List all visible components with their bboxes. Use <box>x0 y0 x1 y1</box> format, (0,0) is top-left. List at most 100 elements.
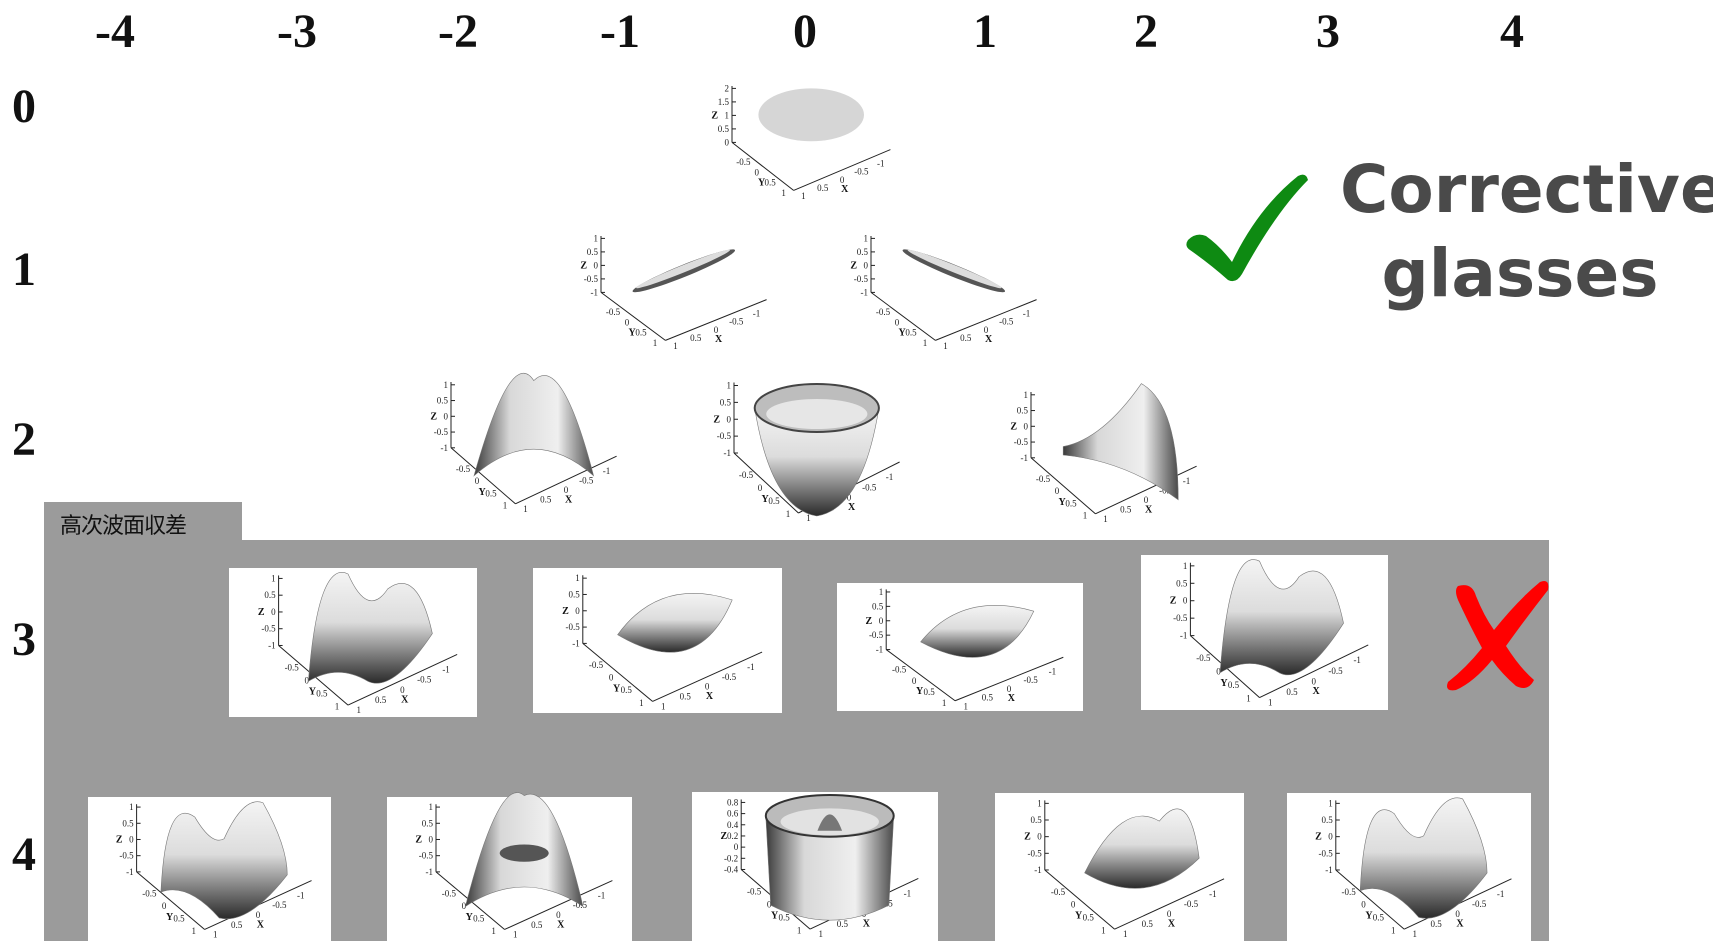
z-tick-label: -0.5 <box>1173 613 1188 623</box>
y-axis-label: Y <box>1220 678 1228 689</box>
y-tick-label: 0 <box>755 167 760 177</box>
y-tick-label: 0.5 <box>173 913 185 923</box>
surface-shape <box>1359 797 1488 919</box>
x-tick-label: -0.5 <box>1184 899 1199 909</box>
y-tick-label: 0 <box>475 476 480 486</box>
surface-shape <box>464 792 584 908</box>
y-tick-label: -0.5 <box>442 888 457 898</box>
x-axis-label: X <box>715 334 723 345</box>
z-axis-label: Z <box>1010 421 1017 432</box>
y-tick-label: 0 <box>162 901 167 911</box>
z-tick-label: 0.5 <box>264 590 276 600</box>
z-tick-label: 0 <box>734 842 739 852</box>
surface-shape <box>902 249 1006 293</box>
y-tick-label: -0.5 <box>456 464 471 474</box>
z-axis-label: Z <box>258 607 265 618</box>
z-tick-label: 1 <box>879 587 884 597</box>
z-tick-label: -1 <box>441 443 449 453</box>
y-tick-label: -0.5 <box>736 157 751 167</box>
x-tick-label: 1 <box>513 930 518 940</box>
y-tick-label: -0.5 <box>285 662 300 672</box>
x-tick-label: -1 <box>598 890 606 900</box>
x-tick-label: -1 <box>877 158 885 168</box>
z-tick-label: 0 <box>725 137 730 147</box>
z-tick-label: -0.5 <box>566 622 581 632</box>
x-tick-label: -0.5 <box>417 675 432 685</box>
y-axis-label: Y <box>613 684 621 695</box>
column-label-m3: -3 <box>277 5 317 58</box>
x-tick-label: 0.5 <box>531 920 543 930</box>
z-axis-label: Z <box>711 110 718 121</box>
y-axis-label: Y <box>166 912 174 923</box>
z-tick-label: 0 <box>594 260 599 270</box>
y-tick-label: 0.5 <box>1228 680 1240 690</box>
surface-shape <box>160 801 288 920</box>
x-tick-label: -1 <box>747 662 755 672</box>
column-label-0: 0 <box>793 5 817 58</box>
z-tick-label: 0.5 <box>1322 815 1334 825</box>
z-tick-label: 1 <box>594 233 599 243</box>
z-tick-label: -0.5 <box>717 431 732 441</box>
z-tick-label: 1 <box>725 110 730 120</box>
y-tick-label: -0.5 <box>876 307 891 317</box>
x-tick-label: 0.5 <box>1286 687 1298 697</box>
x-axis-label: X <box>841 184 849 195</box>
z-tick-label: -0.4 <box>724 864 739 874</box>
z-tick-label: -1 <box>268 640 276 650</box>
y-tick-label: 1 <box>1101 925 1106 935</box>
z-axis-label: Z <box>1315 832 1322 843</box>
x-tick-label: 0.5 <box>837 919 849 929</box>
y-tick-label: 1 <box>503 500 508 510</box>
z-tick-label: 0 <box>864 260 869 270</box>
z-axis-label: Z <box>580 260 587 271</box>
x-tick-label: -1 <box>297 890 305 900</box>
x-tick-label: -1 <box>1183 476 1191 486</box>
surface-svg: 0.80.60.40.20-0.2-0.4Z-0.500.5110.50-0.5… <box>721 793 919 939</box>
y-axis-label: Y <box>1058 497 1066 508</box>
z-tick-label: 0 <box>1183 596 1188 606</box>
y-tick-label: 0.5 <box>1083 913 1095 923</box>
annotation-line-2: glasses <box>1381 235 1659 312</box>
surface-shape <box>1062 383 1179 501</box>
row-label-3: 3 <box>12 613 36 666</box>
y-tick-label: 0.5 <box>485 488 497 498</box>
x-tick-label: -0.5 <box>579 475 594 485</box>
surface-shape <box>308 572 433 684</box>
x-axis-label: X <box>985 334 993 345</box>
z-tick-label: 1 <box>1037 798 1042 808</box>
z-tick-label: -1 <box>861 287 869 297</box>
z-tick-label: 0 <box>444 411 449 421</box>
y-axis-label: Y <box>771 910 779 921</box>
x-tick-label: 0 <box>256 910 261 920</box>
x-tick-label: 0 <box>984 325 989 335</box>
y-tick-label: 0.5 <box>621 685 633 695</box>
x-axis-label: X <box>1145 504 1153 515</box>
z-tick-label: 1 <box>429 802 434 812</box>
x-tick-label: 0 <box>1144 495 1149 505</box>
x-tick-label: 1 <box>661 701 666 711</box>
x-tick-label: -1 <box>1023 308 1031 318</box>
x-tick-label: 0.5 <box>982 693 994 703</box>
y-tick-label: 0 <box>758 483 763 493</box>
x-tick-label: -0.5 <box>722 672 737 682</box>
y-axis-label: Y <box>898 327 906 338</box>
y-tick-label: -0.5 <box>1342 887 1357 897</box>
z-tick-label: -0.5 <box>119 851 134 861</box>
z-tick-label: -1 <box>426 867 434 877</box>
z-tick-label: 0.5 <box>437 396 449 406</box>
z-tick-label: 0 <box>1024 421 1029 431</box>
column-label-p1: 1 <box>973 5 997 58</box>
x-tick-label: 0.5 <box>960 333 972 343</box>
